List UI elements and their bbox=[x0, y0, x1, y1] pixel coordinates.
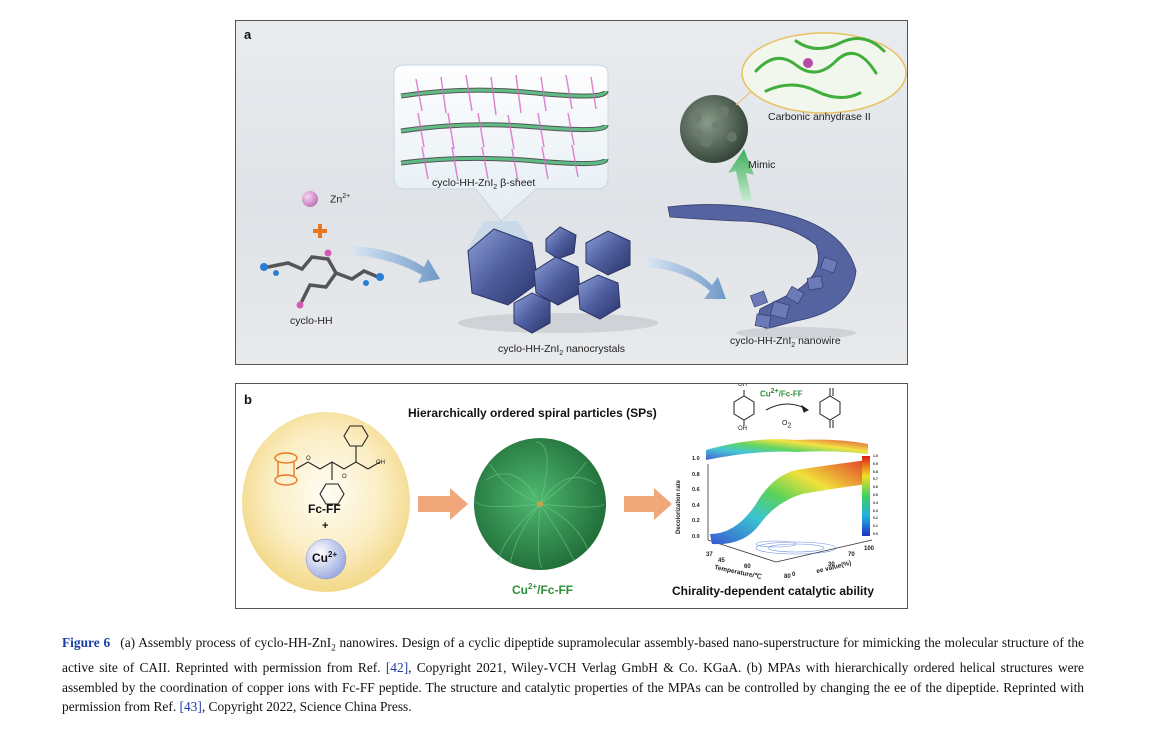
cyclo-hh-label: cyclo-HH bbox=[290, 315, 333, 327]
figure-label: Figure 6 bbox=[62, 635, 111, 650]
z-tick-100: 100 bbox=[864, 546, 875, 552]
colorbar-tick-5: 0.5 bbox=[873, 493, 878, 497]
plus-sign: + bbox=[322, 520, 329, 532]
nanowire-label: cyclo-HH-ZnI2 nanowire bbox=[730, 335, 841, 350]
reference-link-43[interactable]: [43] bbox=[179, 699, 202, 715]
svg-text:OH: OH bbox=[376, 460, 385, 466]
figure-panel-a: a bbox=[235, 20, 908, 365]
colorbar-tick-labels: 1.0 0.9 0.8 0.7 0.6 0.5 0.4 0.3 0.2 0.1 0.0 bbox=[873, 454, 887, 538]
x-tick-80: 80 bbox=[784, 574, 791, 580]
reaction-catalyst-label: Cu2+/Fc-FF bbox=[760, 388, 803, 399]
z-tick-70: 70 bbox=[848, 552, 855, 558]
y-tick-4: 0.2 bbox=[692, 518, 700, 525]
x-tick-60: 60 bbox=[744, 564, 751, 570]
y-tick-2: 0.6 bbox=[692, 487, 700, 494]
figure-panel-b: b bbox=[235, 383, 908, 609]
caption-text-4: , Copyright 2022, Science China Press. bbox=[201, 699, 412, 715]
y-axis-label: Decolorization rate bbox=[676, 479, 682, 534]
panel-b-title: Hierarchically ordered spiral particles … bbox=[408, 406, 657, 420]
spiral-particles-illustration: OH O O bbox=[242, 388, 873, 592]
colorbar-tick-7: 0.3 bbox=[873, 508, 878, 513]
beta-sheet-label: cyclo-HH-ZnI2 β-sheet bbox=[432, 177, 536, 192]
oh-top-label: OH bbox=[738, 383, 747, 388]
svg-text:O: O bbox=[306, 456, 311, 462]
colorbar-tick-1: 0.9 bbox=[873, 461, 878, 466]
oh-bottom-label: OH bbox=[738, 426, 747, 432]
cu-fc-ff-label: Cu2+/Fc-FF bbox=[512, 582, 574, 597]
colorbar-tick-6: 0.4 bbox=[873, 500, 878, 505]
nanocrystals-label: cyclo-HH-ZnI2 nanocrystals bbox=[498, 343, 626, 358]
caption-sub-1: 2 bbox=[331, 642, 336, 653]
caption-text-1: (a) Assembly process of cyclo-HH-ZnI bbox=[120, 635, 332, 650]
y-tick-5: 0.0 bbox=[692, 534, 700, 540]
beta-sheet-illustration bbox=[260, 32, 907, 339]
cu-ion-label: Cu2+ bbox=[312, 550, 338, 565]
y-tick-1: 0.8 bbox=[692, 471, 700, 478]
z-tick-0: 0 bbox=[792, 572, 796, 578]
colorbar-tick-8: 0.2 bbox=[873, 516, 878, 521]
y-tick-0: 1.0 bbox=[692, 456, 700, 462]
colorbar-tick-4: 0.6 bbox=[873, 485, 878, 490]
chirality-label: Chirality-dependent catalytic ability bbox=[672, 584, 875, 598]
x-tick-37: 37 bbox=[706, 552, 713, 558]
reference-link-42[interactable]: [42] bbox=[385, 660, 409, 676]
fc-ff-label: Fc-FF bbox=[308, 502, 341, 516]
caption-text-2: nanowires. Design of a cyclic dipeptide … bbox=[62, 635, 1084, 676]
svg-text:O: O bbox=[342, 474, 347, 480]
panel-letter-a: a bbox=[244, 27, 252, 42]
figure-caption: Figure 6 (a) Assembly process of cyclo-HH… bbox=[62, 633, 1084, 717]
z-tick-30: 30 bbox=[828, 562, 835, 568]
x-tick-45: 45 bbox=[718, 558, 725, 564]
colorbar-tick-10: 0.0 bbox=[873, 532, 878, 536]
zn-ion-label: Zn2+ bbox=[330, 193, 351, 206]
y-tick-3: 0.4 bbox=[692, 502, 700, 509]
y-tick-labels: 1.0 0.8 0.6 0.4 0.2 0.0 bbox=[692, 456, 706, 540]
colorbar-tick-0: 1.0 bbox=[873, 454, 878, 458]
colorbar-tick-9: 0.1 bbox=[873, 524, 878, 529]
mimic-label: Mimic bbox=[748, 159, 776, 171]
carbonic-anhydrase-label: Carbonic anhydrase II bbox=[768, 111, 871, 123]
oxygen-label: O2 bbox=[782, 420, 792, 430]
caption-text-3: , Copyright 2021, Wiley-VCH Verlag GmbH … bbox=[62, 660, 1084, 715]
panel-letter-b: b bbox=[244, 392, 252, 407]
colorbar-tick-3: 0.7 bbox=[873, 477, 878, 482]
colorbar-tick-2: 0.8 bbox=[873, 469, 878, 474]
